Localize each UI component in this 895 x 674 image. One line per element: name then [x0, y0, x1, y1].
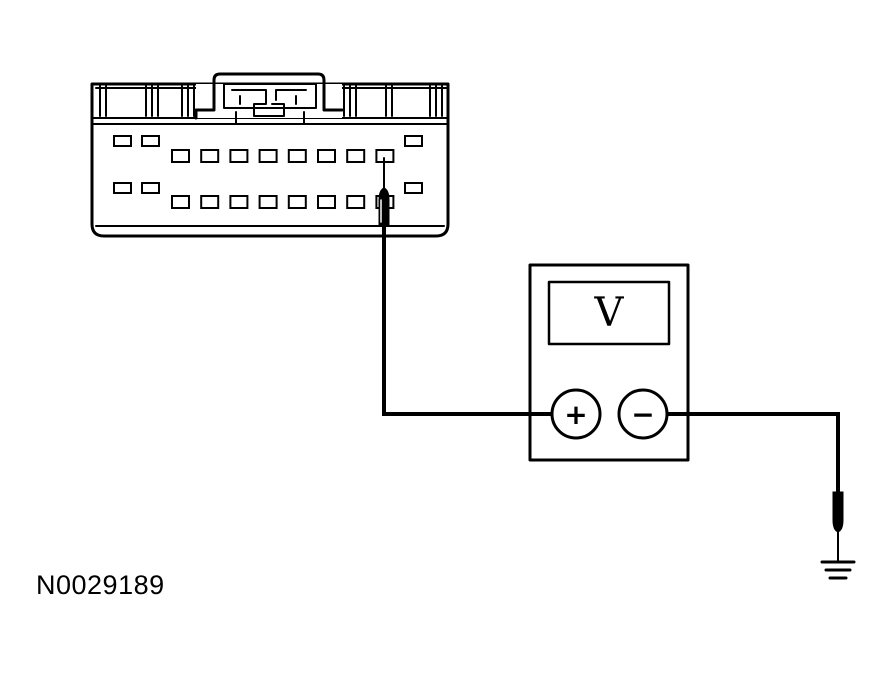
positive-wire — [382, 224, 552, 416]
side-cavity — [404, 182, 423, 194]
lower-cavity — [317, 195, 336, 209]
upper-cavity — [317, 149, 336, 163]
voltmeter-body — [528, 263, 690, 462]
side-cavity — [113, 135, 132, 147]
connector-cavities — [113, 135, 423, 209]
lower-cavity — [258, 195, 278, 209]
lower-cavity — [229, 195, 249, 209]
connector-left-ribs — [95, 85, 197, 117]
connector-right-ribs — [339, 85, 447, 117]
negative-terminal-label: − — [631, 398, 654, 431]
lower-cavity — [287, 195, 307, 209]
upper-cavity — [171, 149, 190, 163]
voltmeter-display-symbol: V — [594, 290, 625, 336]
side-cavity — [141, 135, 160, 147]
lower-cavity — [200, 195, 220, 209]
voltmeter-display — [547, 280, 671, 346]
lower-cavity — [171, 195, 190, 209]
positive-terminal — [550, 388, 602, 440]
connector — [90, 72, 450, 238]
voltmeter: V + − — [528, 263, 690, 462]
upper-cavity — [258, 149, 278, 163]
upper-cavity — [229, 149, 249, 163]
ground-probe — [832, 491, 844, 533]
side-cavity — [141, 182, 160, 194]
connector-body — [90, 82, 450, 238]
upper-cavity — [346, 149, 366, 163]
ground-symbol-icon — [820, 560, 856, 580]
side-cavity — [113, 182, 132, 194]
connector-lock-tab — [194, 72, 344, 125]
upper-cavity — [200, 149, 220, 163]
figure-id: N0029189 — [36, 570, 165, 600]
negative-wire — [667, 412, 840, 498]
side-cavity — [404, 135, 423, 147]
positive-terminal-label: + — [564, 398, 587, 431]
upper-cavity — [287, 149, 307, 163]
negative-lead — [667, 412, 856, 580]
lower-cavity — [346, 195, 366, 209]
positive-lead — [378, 157, 552, 416]
